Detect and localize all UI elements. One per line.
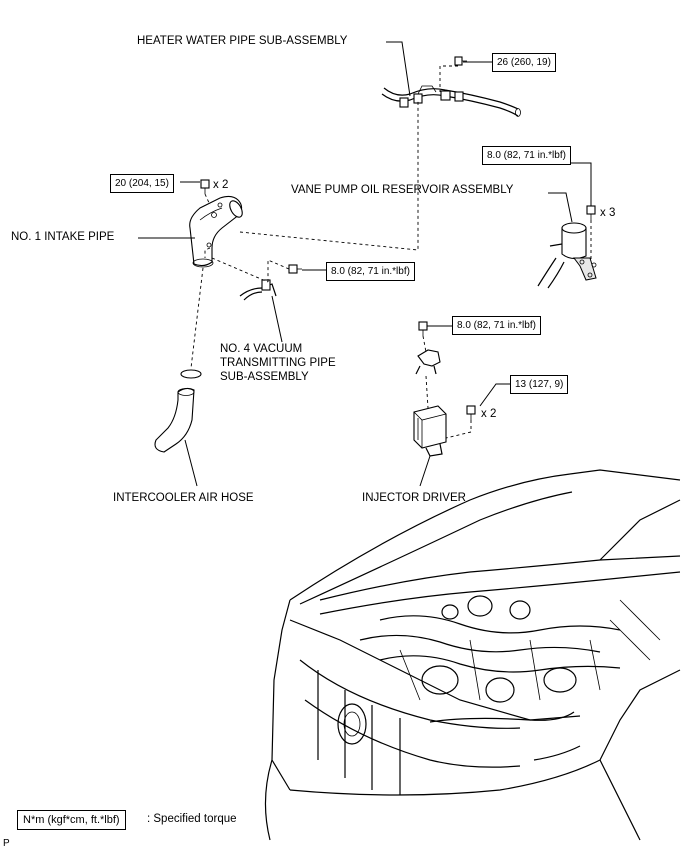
heater-water-pipe-label: HEATER WATER PIPE SUB-ASSEMBLY [137,35,348,47]
injector-driver-bolt-quantity: x 2 [481,408,497,420]
injector-driver-bolt-icon [466,405,476,420]
figure-code: P [3,838,10,849]
injector-bracket-bolt-icon [418,321,428,336]
vane-pump-reservoir-drawing [537,222,597,289]
torque-legend-box: N*m (kgf*cm, ft.*lbf) [17,810,126,830]
vacuum-pipe-torque-box: 8.0 (82, 71 in.*lbf) [326,262,415,281]
heater-water-pipe-drawing [381,85,521,117]
vacuum-pipe-bolt-icon [288,264,302,274]
vane-pump-bolt-quantity: x 3 [600,207,616,219]
vane-pump-label: VANE PUMP OIL RESERVOIR ASSEMBLY [291,184,514,196]
vehicle-engine-bay-drawing [264,469,681,841]
intake-pipe-bolt-quantity: x 2 [213,179,229,191]
intercooler-hose-drawing [154,369,202,453]
injector-bracket-drawing [415,349,441,375]
injector-driver-drawing [413,405,447,457]
intake-pipe-drawing [189,195,243,268]
intake-pipe-torque-box: 20 (204, 15) [110,174,174,193]
torque-legend-text: : Specified torque [147,813,237,825]
intake-pipe-label: NO. 1 INTAKE PIPE [11,231,115,243]
vane-pump-torque-box: 8.0 (82, 71 in.*lbf) [482,146,571,165]
vacuum-pipe-drawing [239,279,277,301]
injector-bracket-torque-box: 8.0 (82, 71 in.*lbf) [452,316,541,335]
vacuum-pipe-label-line2: TRANSMITTING PIPE [220,357,336,369]
intercooler-hose-label: INTERCOOLER AIR HOSE [113,492,254,504]
intake-pipe-bolt-icon [200,179,210,194]
heater-pipe-torque-box: 26 (260, 19) [492,53,556,72]
injector-driver-torque-box: 13 (127, 9) [510,375,569,394]
injector-driver-label: INJECTOR DRIVER [362,492,466,504]
heater-pipe-bolt-icon [454,56,467,66]
vacuum-pipe-label-line3: SUB-ASSEMBLY [220,371,309,383]
vane-pump-bolt-icon [586,205,596,220]
vacuum-pipe-label-line1: NO. 4 VACUUM [220,343,303,355]
